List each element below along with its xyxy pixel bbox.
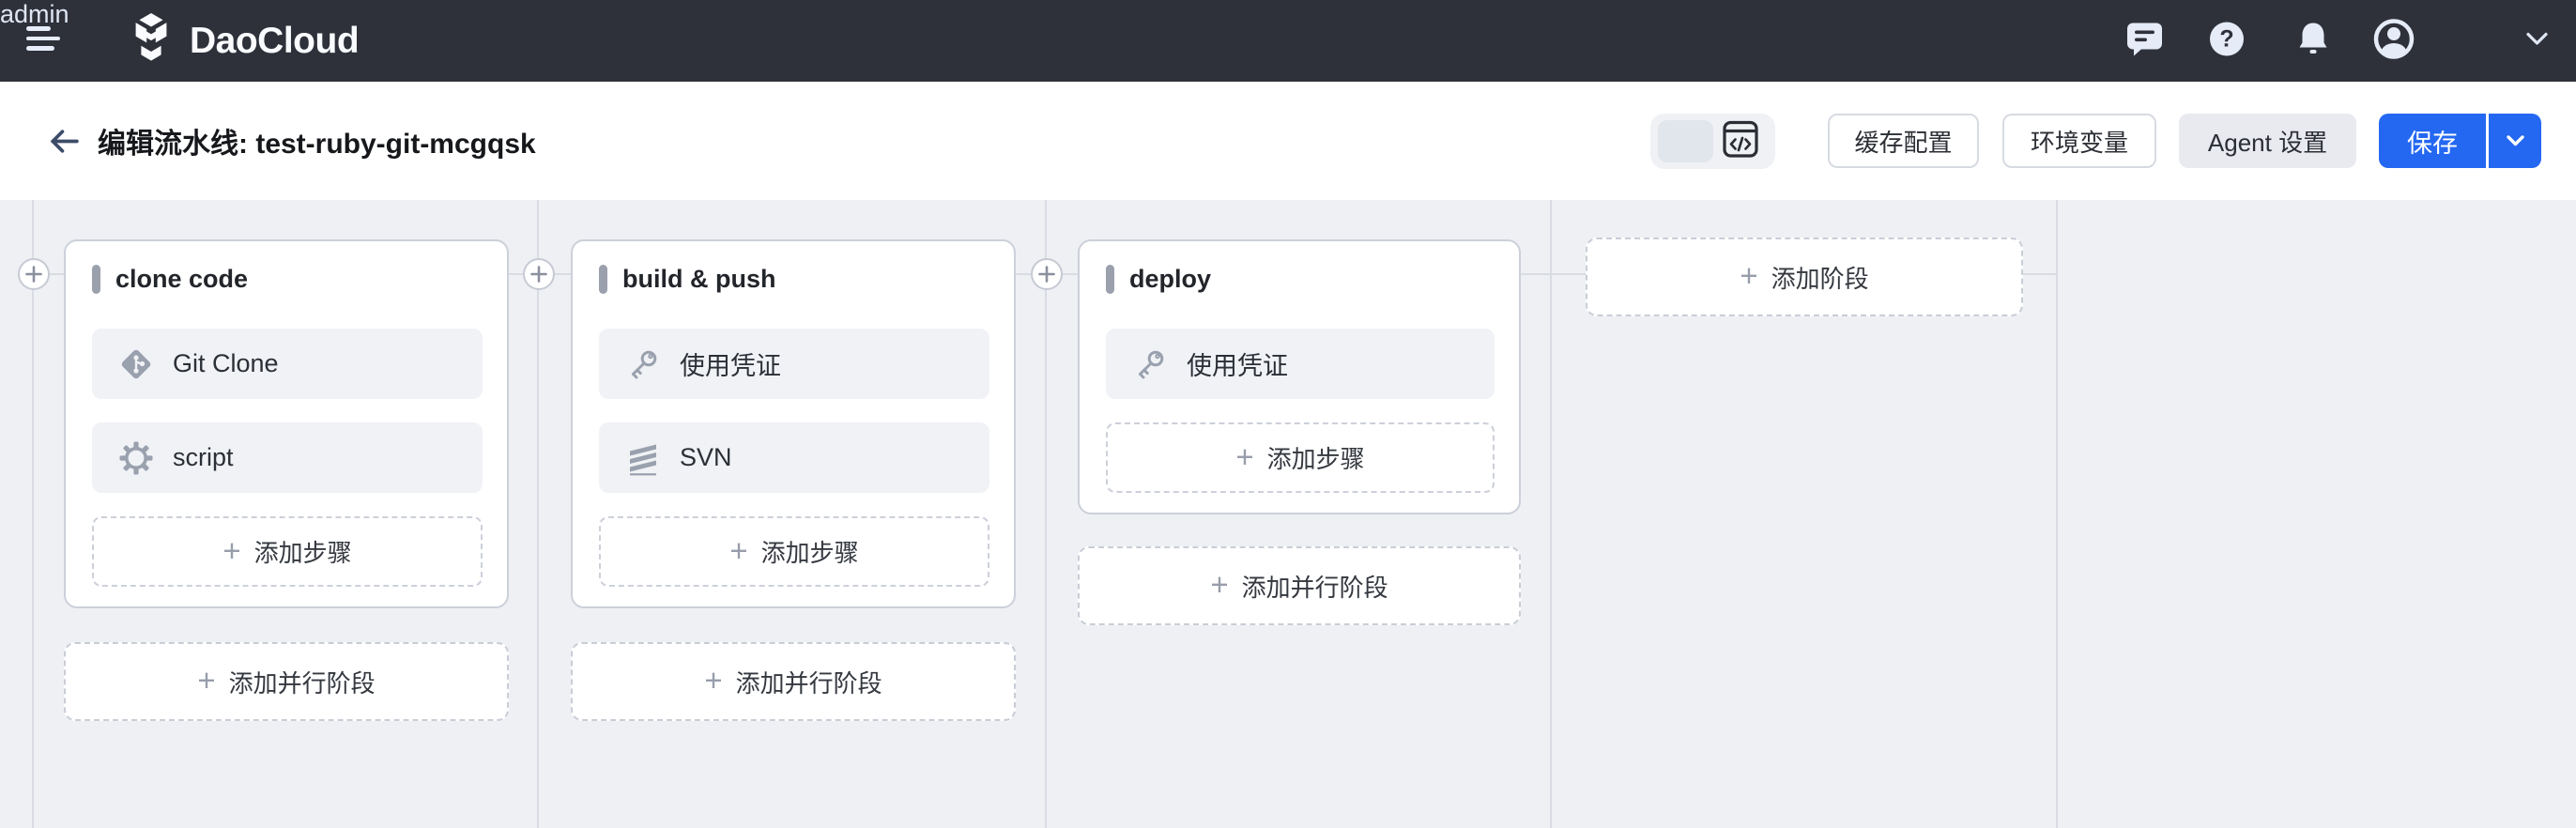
- step-git-clone[interactable]: Git Clone: [92, 329, 483, 399]
- add-step-button[interactable]: + 添加步骤: [92, 516, 483, 587]
- step-svn[interactable]: SVN: [599, 422, 989, 493]
- topbar: DaoCloud ?: [0, 0, 2576, 82]
- daocloud-logo-icon: [125, 12, 177, 69]
- column-line: [2056, 200, 2058, 828]
- plus-icon: +: [1235, 438, 1254, 474]
- stage-name[interactable]: deploy: [1129, 265, 1212, 293]
- stage-card: deploy 使用凭证 + 添加步骤: [1078, 239, 1521, 514]
- step-label: Git Clone: [173, 349, 279, 377]
- page-header: 编辑流水线: test-ruby-git-mcgqsk: [0, 82, 2576, 200]
- plus-icon: +: [704, 663, 723, 698]
- add-parallel-stage-button[interactable]: + 添加并行阶段: [64, 642, 509, 721]
- connector-line: [2022, 273, 2056, 275]
- username[interactable]: admin: [0, 0, 69, 28]
- key-icon: [1131, 345, 1169, 383]
- add-parallel-stage-button[interactable]: + 添加并行阶段: [1078, 546, 1521, 625]
- step-script[interactable]: script: [92, 422, 483, 493]
- save-dropdown-button[interactable]: [2489, 114, 2541, 168]
- step-label: 使用凭证: [680, 352, 781, 380]
- save-chevron-down-icon: [2506, 135, 2524, 146]
- stage-card: clone code Git Clone: [64, 239, 509, 608]
- avatar[interactable]: [2372, 17, 2415, 65]
- step-credentials[interactable]: 使用凭证: [1106, 329, 1495, 399]
- stage-card: build & push 使用凭证: [571, 239, 1016, 608]
- page-title: 编辑流水线: test-ruby-git-mcgqsk: [98, 129, 536, 160]
- brand[interactable]: DaoCloud: [125, 12, 360, 69]
- help-icon[interactable]: ?: [2208, 20, 2246, 62]
- plus-icon: +: [197, 663, 216, 698]
- user-menu-chevron-down-icon[interactable]: [2525, 31, 2549, 51]
- stage-marker: [92, 265, 100, 294]
- gear-icon: [117, 439, 155, 477]
- connector-line: [1521, 273, 1586, 275]
- notification-bell-icon[interactable]: [2294, 20, 2332, 62]
- key-icon: [624, 345, 662, 383]
- cache-config-button[interactable]: 缓存配置: [1828, 114, 1979, 168]
- column-line: [1550, 200, 1552, 828]
- stage-name[interactable]: build & push: [622, 265, 776, 293]
- plus-icon: +: [1210, 567, 1229, 602]
- code-view-icon: [1722, 118, 1759, 164]
- stage-name[interactable]: clone code: [115, 265, 249, 293]
- insert-stage-plus-button[interactable]: [1031, 258, 1063, 290]
- stage-header: deploy: [1106, 265, 1495, 294]
- column-line: [1045, 200, 1047, 828]
- add-parallel-stage-button[interactable]: + 添加并行阶段: [571, 642, 1016, 721]
- insert-stage-plus-button[interactable]: [18, 258, 50, 290]
- step-credentials[interactable]: 使用凭证: [599, 329, 989, 399]
- plus-icon: +: [222, 532, 241, 568]
- svg-text:?: ?: [2219, 25, 2233, 52]
- env-vars-button[interactable]: 环境变量: [2002, 114, 2156, 168]
- add-stage-button[interactable]: + 添加阶段: [1586, 238, 2023, 316]
- column-line: [537, 200, 539, 828]
- pipeline-canvas: clone code Git Clone: [0, 200, 2576, 828]
- step-label: script: [173, 443, 234, 471]
- yaml-view-segment[interactable]: [1713, 118, 1768, 164]
- stage-marker: [599, 265, 607, 294]
- git-icon: [117, 345, 155, 383]
- svn-icon: [624, 439, 662, 477]
- add-step-button[interactable]: + 添加步骤: [1106, 422, 1495, 493]
- column-line: [32, 200, 34, 828]
- plus-icon: +: [1740, 258, 1758, 293]
- save-button[interactable]: 保存: [2379, 114, 2486, 168]
- stage-marker: [1106, 265, 1114, 294]
- insert-stage-plus-button[interactable]: [523, 258, 555, 290]
- brand-name: DaoCloud: [190, 20, 360, 61]
- view-mode-toggle[interactable]: [1650, 113, 1775, 169]
- chat-icon[interactable]: [2125, 20, 2164, 62]
- step-label: 使用凭证: [1187, 352, 1288, 380]
- add-step-button[interactable]: + 添加步骤: [599, 516, 989, 587]
- graph-view-segment[interactable]: [1658, 119, 1713, 162]
- agent-settings-button[interactable]: Agent 设置: [2179, 114, 2356, 168]
- step-label: SVN: [680, 443, 732, 471]
- back-arrow-icon[interactable]: [45, 122, 83, 160]
- stage-header: clone code: [92, 265, 483, 294]
- stage-header: build & push: [599, 265, 989, 294]
- menu-icon[interactable]: [26, 26, 60, 54]
- plus-icon: +: [729, 532, 748, 568]
